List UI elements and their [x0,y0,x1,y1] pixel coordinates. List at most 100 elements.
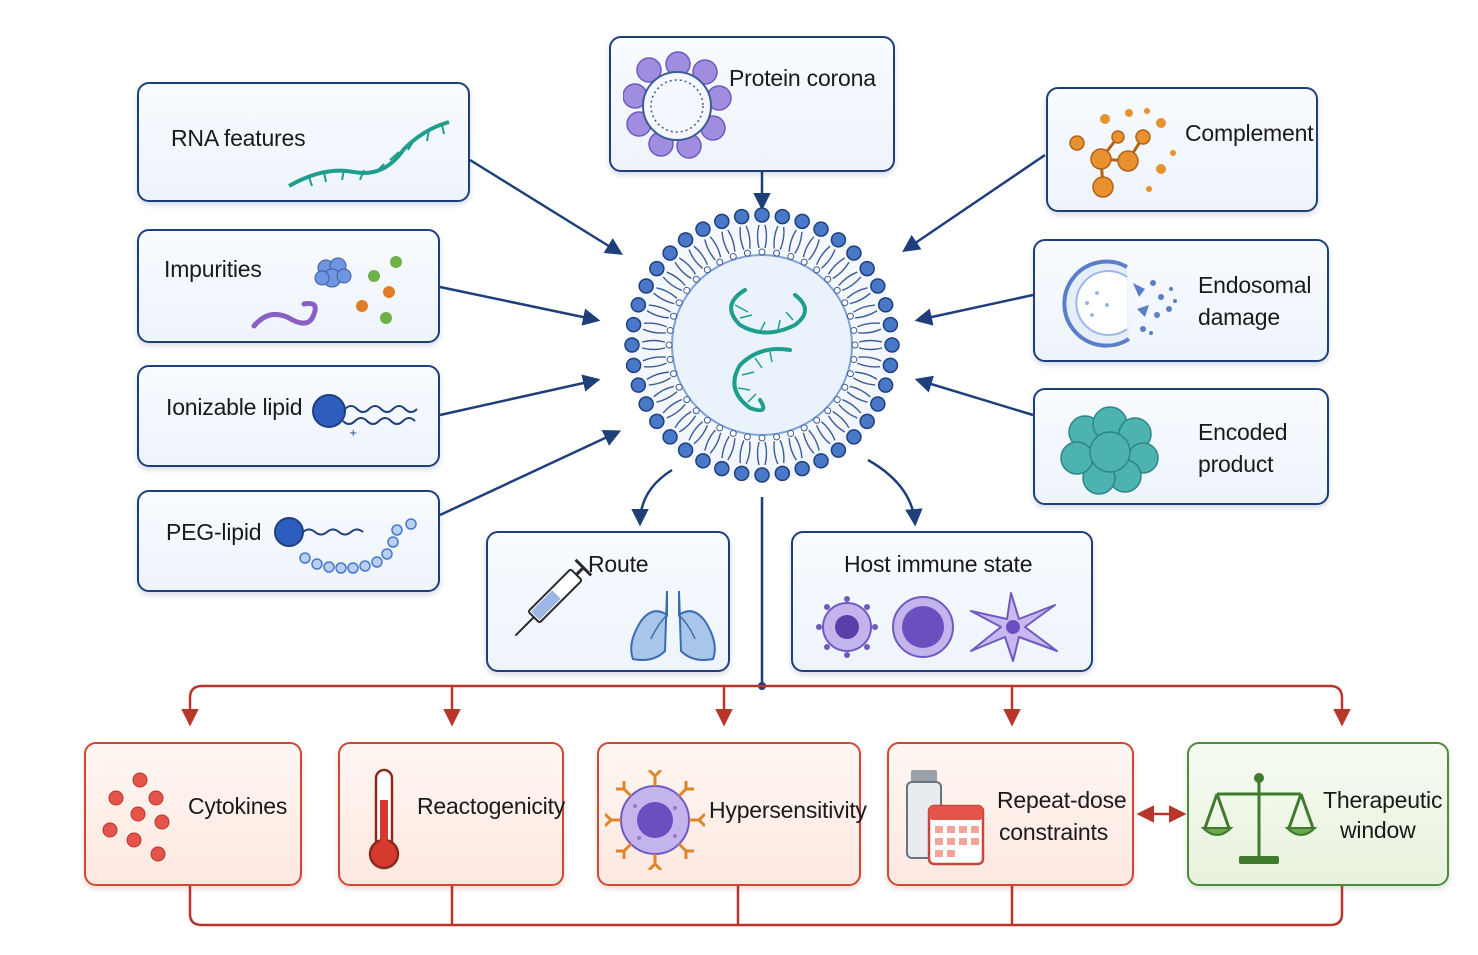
hypersensitivity-box: Hypersensitivity [597,742,867,886]
lipid-head [877,297,894,313]
cytokines-box: Cytokines [84,742,302,886]
inner-lipid-head [665,341,673,349]
lipid-head [884,337,900,353]
inner-lipid-head [670,370,678,378]
inner-lipid-head [716,424,724,432]
inner-lipid-head [800,258,808,266]
hypersensitivity-label: Hypersensitivity [709,797,867,823]
host-immune-state-box: Host immune state [791,531,1093,672]
dendritic-cell-icon [970,592,1058,662]
inner-lipid-head [758,434,766,442]
endosome-icon [1062,259,1177,348]
repeat-dose-box: Repeat-dose constraints [887,742,1134,886]
inner-lipid-head [716,258,724,266]
lipid-head [870,396,886,412]
impurities-label: Impurities [164,256,262,282]
encoded-product-line2: product [1198,451,1274,477]
lipid-head [882,357,899,374]
inner-lipid-head [758,248,766,256]
route-label: Route [588,551,649,577]
inner-lipid-head [729,253,737,261]
inner-lipid-head [666,326,674,334]
lipid-head [754,207,770,223]
lipid-head [695,221,711,237]
inner-lipid-head [833,286,841,294]
droplets-icon [102,772,170,862]
inner-lipid-head [743,249,751,257]
inner-lipid-head [729,429,737,437]
lipid-head [733,465,750,482]
outcome-arrows [181,684,1351,927]
lipid-head [638,396,654,412]
rna-strand-icon [288,120,450,188]
impurities-icon [251,256,402,329]
therapeutic-window-line1: Therapeutic [1323,787,1443,813]
scale-icon [1201,773,1318,864]
mrna-core-icon [729,288,807,413]
lipid-head [625,316,642,333]
thermometer-icon [368,768,400,870]
inner-lipid-head [683,396,691,404]
inner-lipid-head [787,429,795,437]
therapeutic-window-box: Therapeutic [1187,742,1449,886]
inner-lipid-head [813,416,821,424]
inner-lipid-head [787,253,795,261]
inner-lipid-head [841,383,849,391]
lipid-head [630,297,647,313]
inner-lipid-head [773,433,781,441]
lipid-head [813,221,829,237]
endosomal-damage-box: Endosomal damage [1033,239,1329,362]
protein-corona-icon [623,51,732,159]
lipid-head [846,429,862,445]
inner-lipid-head [846,312,854,320]
inner-lipid-head [692,275,700,283]
lipid-head [882,316,899,333]
inner-lipid-head [675,383,683,391]
lipid-nanoparticle [624,207,900,483]
host-immune-state-label: Host immune state [844,551,1033,577]
peg-lipid-icon [274,517,417,574]
lipid-head [714,460,730,477]
inner-lipid-head [683,286,691,294]
ionizable-lipid-box: Ionizable lipid + [137,365,440,467]
lipid-head [677,442,694,458]
impurities-box: Impurities [137,229,440,343]
peg-lipid-box: PEG-lipid [137,490,440,592]
inner-lipid-head [703,266,711,274]
inner-lipid-head [670,312,678,320]
inner-lipid-head [846,370,854,378]
svg-text:+: + [349,428,357,439]
ionizable-lipid-icon: + [312,394,418,439]
repeat-dose-line2: constraints [999,819,1109,845]
lungs-icon [630,590,716,661]
lipid-head [830,442,847,458]
lipid-head [638,278,654,294]
lipid-head [859,413,875,430]
lipid-head [877,377,894,393]
lymphocyte-icon [892,596,954,658]
inner-lipid-head [841,299,849,307]
syringe-icon [514,558,593,637]
inner-lipid-head [743,433,751,441]
reactogenicity-box: Reactogenicity [338,742,565,886]
lipid-head [649,260,665,277]
lipid-head [774,465,791,482]
immune-cell-icons [816,592,1058,662]
encoded-protein-icon [1060,406,1159,495]
inner-lipid-head [824,407,832,415]
rna-features-box: RNA features [137,82,470,202]
endosomal-damage-line1: Endosomal [1198,272,1312,298]
inner-lipid-head [813,266,821,274]
cytokines-label: Cytokines [188,793,288,819]
lipid-head [662,245,678,261]
inner-lipid-head [850,356,858,364]
lipid-head [624,337,640,353]
route-box: Route [486,531,730,672]
inner-lipid-head [800,424,808,432]
complement-label: Complement [1185,120,1314,146]
endosomal-damage-line2: damage [1198,304,1280,330]
rna-features-label: RNA features [171,125,306,151]
lipid-head [662,429,678,445]
mast-cell-icon [605,770,705,870]
input-arrows [439,153,1046,527]
